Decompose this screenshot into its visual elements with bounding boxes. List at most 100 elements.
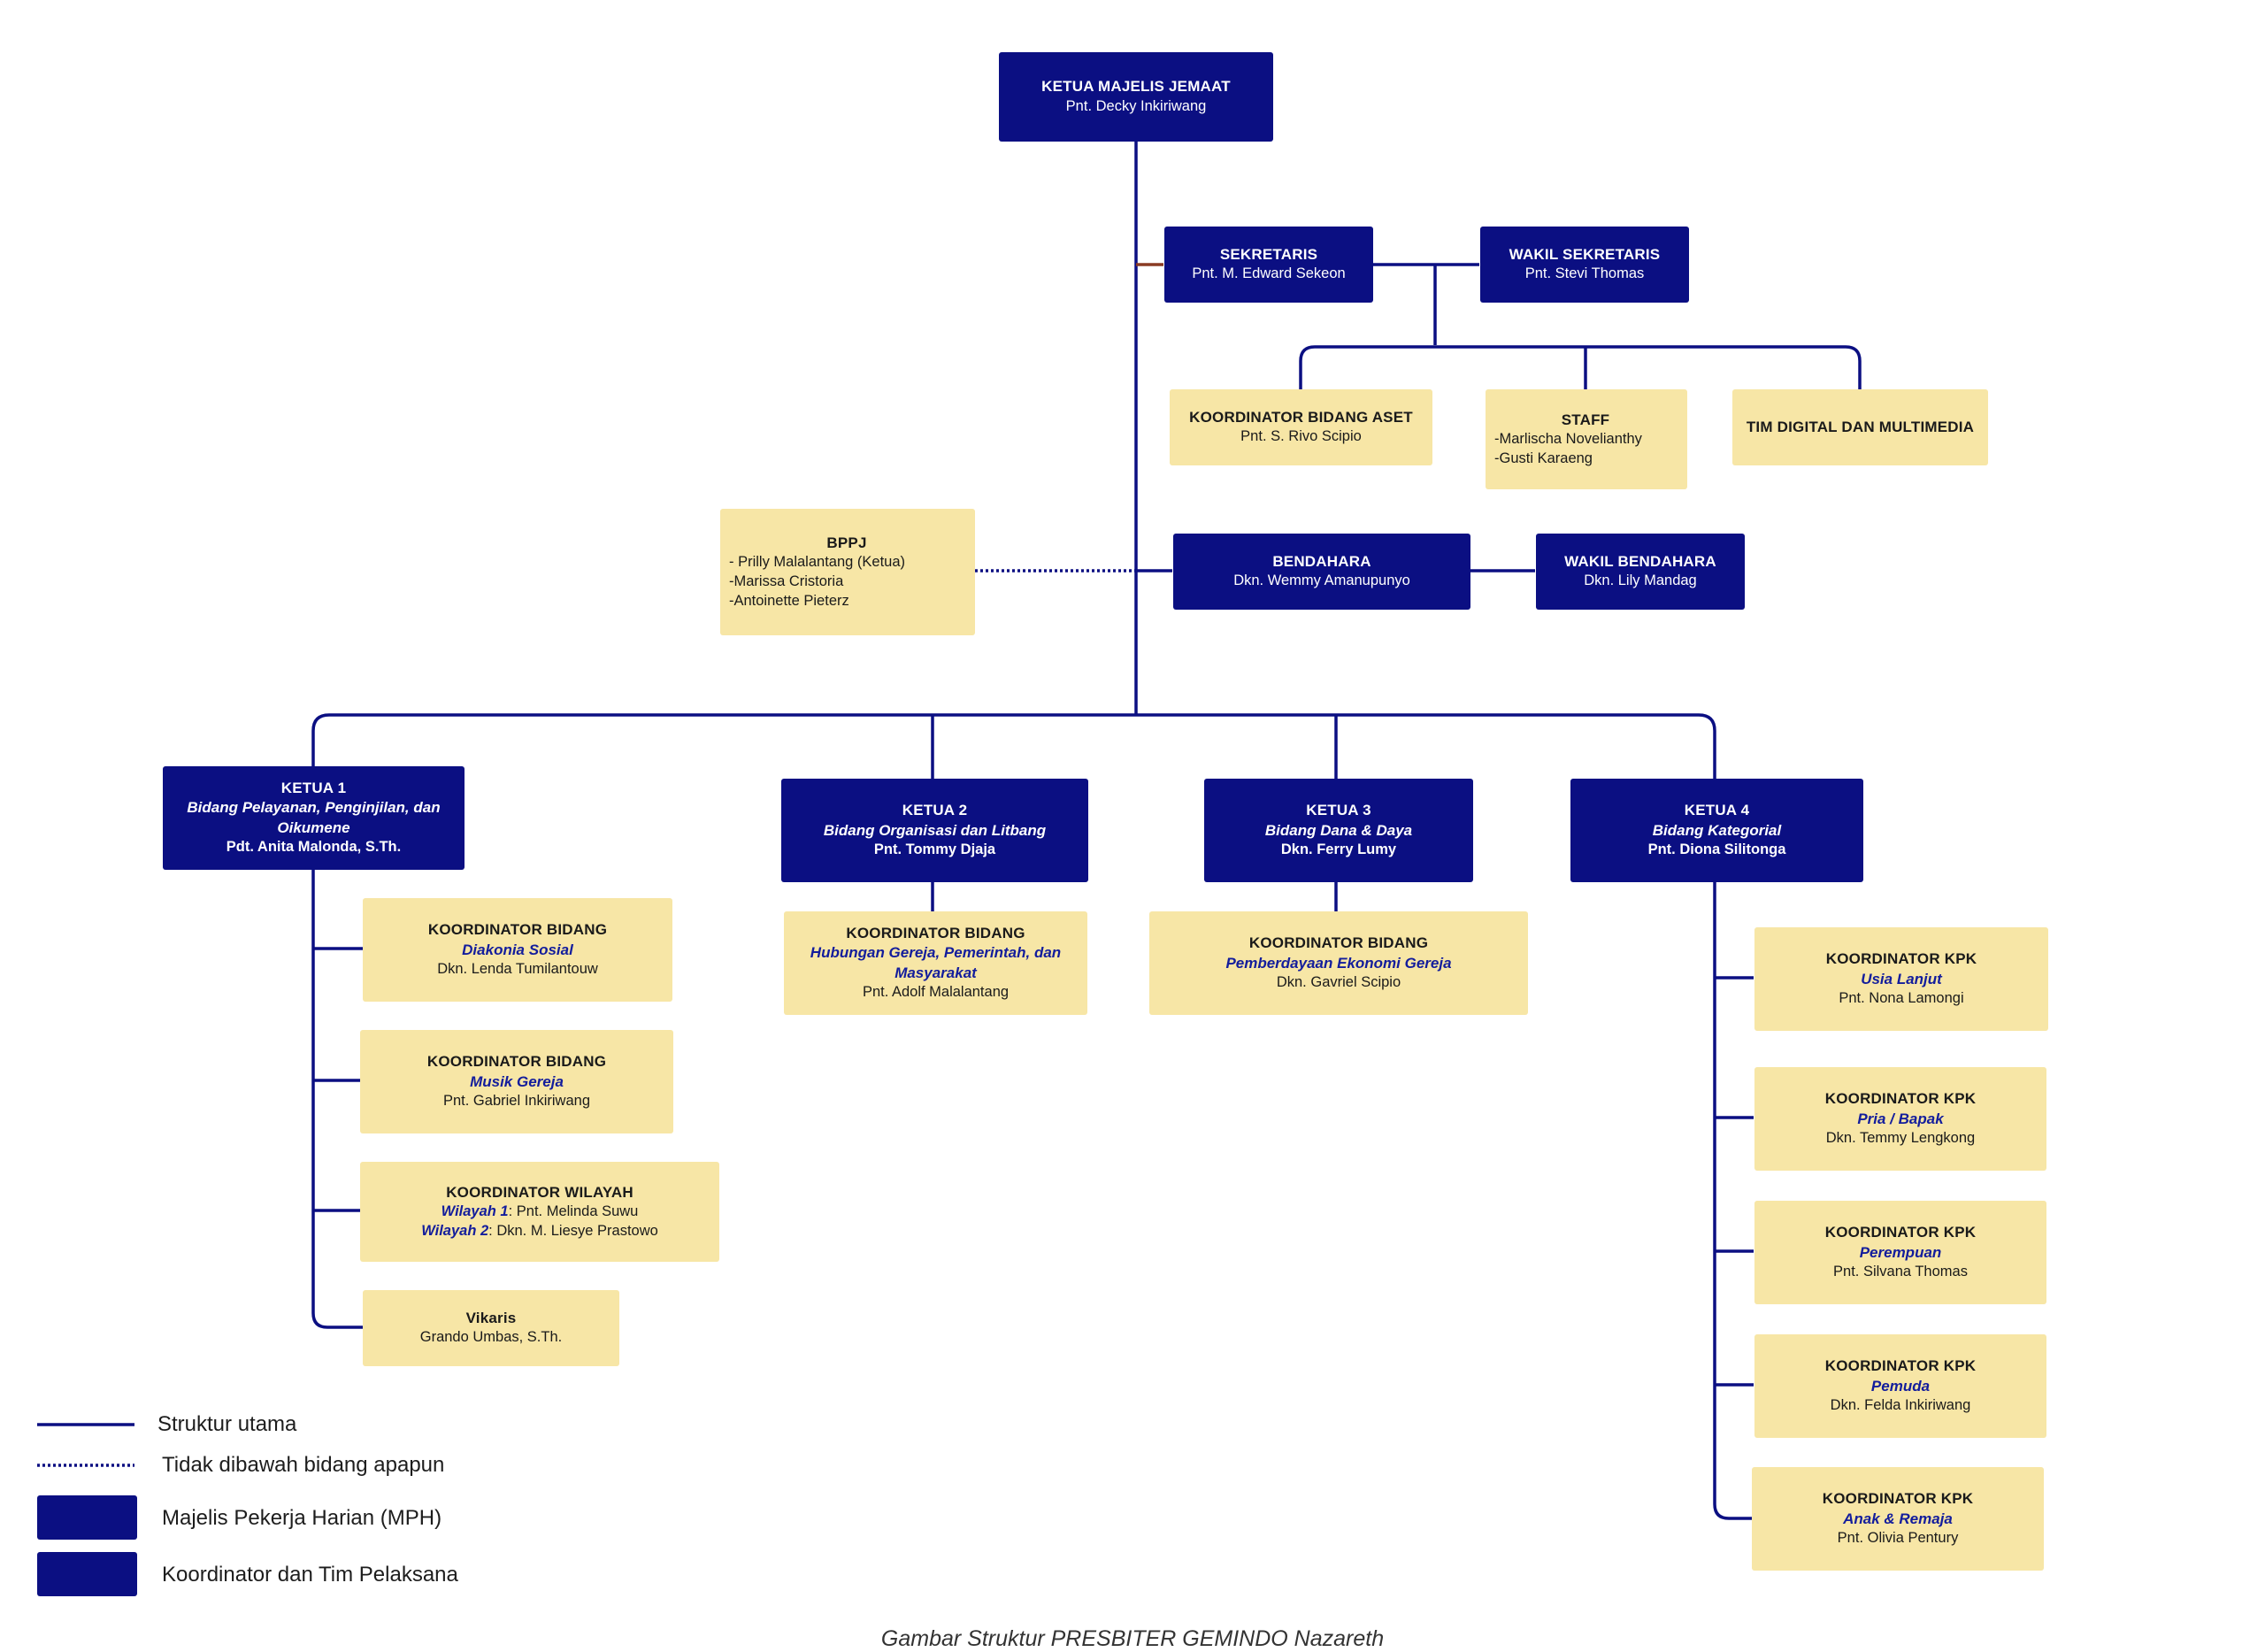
kpk-pemuda-title: KOORDINATOR KPK: [1824, 1357, 1977, 1375]
ketua1-trunk: [311, 867, 363, 1329]
wilayah-2-name: : Dkn. M. Liesye Prastowo: [488, 1222, 658, 1239]
k1-wilayah-row-1: Wilayah 1: Pnt. Melinda Suwu: [441, 1203, 639, 1222]
wakil-bendahara-box: WAKIL BENDAHARA Dkn. Lily Mandag: [1536, 534, 1745, 610]
ketua2-field: Bidang Organisasi dan Litbang: [823, 821, 1047, 839]
kpk-perempuan-box: KOORDINATOR KPK Perempuan Pnt. Silvana T…: [1754, 1201, 2046, 1304]
k1-diakonia-title: KOORDINATOR BIDANG: [427, 921, 608, 939]
k1-vikaris-name: Grando Umbas, S.Th.: [419, 1329, 563, 1346]
k2-hubungan-field: Hubungan Gereja, Pemerintah, dan Masyara…: [810, 944, 1062, 981]
wakil-sekretaris-name: Pnt. Stevi Thomas: [1524, 265, 1645, 282]
kpk-pemuda-box: KOORDINATOR KPK Pemuda Dkn. Felda Inkiri…: [1754, 1334, 2046, 1438]
k3-ekonomi-field: Pemberdayaan Ekonomi Gereja: [1225, 954, 1452, 972]
kpk-usia-field: Usia Lanjut: [1861, 970, 1942, 987]
k2-hubungan-title: KOORDINATOR BIDANG: [846, 924, 1025, 941]
ketua1-title: KETUA 1: [280, 779, 347, 796]
staff-member: -Gusti Karaeng: [1494, 449, 1593, 466]
kpk-usia-box: KOORDINATOR KPK Usia Lanjut Pnt. Nona La…: [1754, 927, 2048, 1031]
k1-diakonia-box: KOORDINATOR BIDANG Diakonia Sosial Dkn. …: [363, 898, 672, 1002]
wakil-bendahara-title: WAKIL BENDAHARA: [1564, 552, 1716, 570]
sekretaris-box: SEKRETARIS Pnt. M. Edward Sekeon: [1164, 227, 1373, 303]
kpk-pria-field: Pria / Bapak: [1857, 1110, 1944, 1127]
bppj-member: - Prilly Malalantang (Ketua): [729, 554, 905, 571]
wilayah-2-label: Wilayah 2: [421, 1222, 489, 1239]
kpk-pria-name: Dkn. Temmy Lengkong: [1825, 1130, 1976, 1147]
wakil-sekretaris-box: WAKIL SEKRETARIS Pnt. Stevi Thomas: [1480, 227, 1689, 303]
legend-dotted-label: Tidak dibawah bidang apapun: [162, 1453, 445, 1477]
legend-coord-label: Koordinator dan Tim Pelaksana: [162, 1563, 458, 1587]
sekretaris-branch-bar: [1299, 345, 1862, 389]
ketua4-field: Bidang Kategorial: [1652, 821, 1782, 839]
ketua3-name: Dkn. Ferry Lumy: [1280, 841, 1397, 858]
ketua1-box: KETUA 1 Bidang Pelayanan, Penginjilan, d…: [163, 766, 465, 870]
sekretaris-name: Pnt. M. Edward Sekeon: [1192, 265, 1346, 282]
koord-aset-box: KOORDINATOR BIDANG ASET Pnt. S. Rivo Sci…: [1170, 389, 1432, 465]
k3-ekonomi-box: KOORDINATOR BIDANG Pemberdayaan Ekonomi …: [1149, 911, 1528, 1015]
tim-digital-title: TIM DIGITAL DAN MULTIMEDIA: [1746, 418, 1975, 435]
kpk-usia-name: Pnt. Nona Lamongi: [1839, 990, 1964, 1007]
ketua1-field: Bidang Pelayanan, Penginjilan, dan Oikum…: [187, 799, 441, 836]
ketua-majelis-title: KETUA MAJELIS JEMAAT: [1041, 78, 1231, 96]
ketua-majelis-name: Pnt. Decky Inkiriwang: [1065, 97, 1207, 114]
bendahara-title: BENDAHARA: [1272, 552, 1371, 570]
k1-musik-field: Musik Gereja: [470, 1072, 564, 1090]
legend-mph-swatch: [37, 1495, 137, 1540]
k2-hubungan-box: KOORDINATOR BIDANG Hubungan Gereja, Peme…: [784, 911, 1087, 1015]
k1-musik-name: Pnt. Gabriel Inkiriwang: [443, 1093, 590, 1110]
kpk-anak-name: Pnt. Olivia Pentury: [1837, 1530, 1959, 1547]
kpk-pria-box: KOORDINATOR KPK Pria / Bapak Dkn. Temmy …: [1754, 1067, 2046, 1171]
legend-coord-swatch: [37, 1552, 137, 1596]
k1-diakonia-name: Dkn. Lenda Tumilantouw: [437, 961, 598, 978]
k1-musik-title: KOORDINATOR BIDANG: [426, 1053, 607, 1071]
kpk-anak-title: KOORDINATOR KPK: [1822, 1490, 1974, 1508]
legend-mph-label: Majelis Pekerja Harian (MPH): [162, 1506, 442, 1530]
k1-diakonia-field: Diakonia Sosial: [462, 941, 573, 958]
kpk-pemuda-name: Dkn. Felda Inkiriwang: [1830, 1397, 1971, 1414]
bppj-box: BPPJ - Prilly Malalantang (Ketua) -Maris…: [720, 509, 975, 635]
k1-wilayah-row-2: Wilayah 2: Dkn. M. Liesye Prastowo: [421, 1222, 658, 1241]
staff-box: STAFF -Marlischa Novelianthy -Gusti Kara…: [1486, 389, 1687, 489]
k1-vikaris-box: Vikaris Grando Umbas, S.Th.: [363, 1290, 619, 1366]
staff-member: -Marlischa Novelianthy: [1494, 430, 1642, 447]
k1-musik-box: KOORDINATOR BIDANG Musik Gereja Pnt. Gab…: [360, 1030, 673, 1133]
ketua2-box: KETUA 2 Bidang Organisasi dan Litbang Pn…: [781, 779, 1088, 882]
tim-digital-box: TIM DIGITAL DAN MULTIMEDIA: [1732, 389, 1988, 465]
ketua4-box: KETUA 4 Bidang Kategorial Pnt. Diona Sil…: [1570, 779, 1863, 882]
ketua2-title: KETUA 2: [902, 802, 968, 819]
wakil-bendahara-name: Dkn. Lily Mandag: [1584, 572, 1697, 589]
legend-main-label: Struktur utama: [157, 1412, 297, 1436]
ketua2-name: Pnt. Tommy Djaja: [873, 841, 996, 858]
k1-vikaris-title: Vikaris: [465, 1309, 517, 1326]
staff-title: STAFF: [1561, 411, 1610, 428]
bendahara-name: Dkn. Wemmy Amanupunyo: [1233, 572, 1410, 589]
ketua4-name: Pnt. Diona Silitonga: [1647, 841, 1786, 858]
ketua-bar: [311, 713, 1716, 779]
k2-hubungan-name: Pnt. Adolf Malalantang: [862, 984, 1010, 1001]
kpk-perempuan-field: Perempuan: [1859, 1243, 1942, 1261]
ketua3-field: Bidang Dana & Daya: [1264, 821, 1413, 839]
kpk-perempuan-title: KOORDINATOR KPK: [1824, 1224, 1977, 1241]
kpk-pemuda-field: Pemuda: [1870, 1377, 1931, 1395]
k1-wilayah-title: KOORDINATOR WILAYAH: [446, 1183, 633, 1201]
bendahara-box: BENDAHARA Dkn. Wemmy Amanupunyo: [1173, 534, 1470, 610]
ketua-majelis-box: KETUA MAJELIS JEMAAT Pnt. Decky Inkiriwa…: [999, 52, 1273, 142]
k1-wilayah-box: KOORDINATOR WILAYAH Wilayah 1: Pnt. Meli…: [360, 1162, 719, 1262]
ketua3-title: KETUA 3: [1306, 802, 1371, 819]
wakil-sekretaris-title: WAKIL SEKRETARIS: [1509, 245, 1661, 263]
kpk-anak-field: Anak & Remaja: [1843, 1510, 1953, 1527]
sekretaris-title: SEKRETARIS: [1219, 245, 1318, 263]
wilayah-1-name: : Pnt. Melinda Suwu: [508, 1203, 639, 1219]
ketua4-trunk: [1713, 881, 1752, 1520]
kpk-perempuan-name: Pnt. Silvana Thomas: [1833, 1264, 1968, 1280]
bppj-title: BPPJ: [826, 534, 867, 551]
bppj-member: -Marissa Cristoria: [729, 572, 844, 589]
ketua3-box: KETUA 3 Bidang Dana & Daya Dkn. Ferry Lu…: [1204, 779, 1473, 882]
ketua4-title: KETUA 4: [1684, 802, 1750, 819]
figure-caption: Gambar Struktur PRESBITER GEMINDO Nazare…: [880, 1626, 1385, 1651]
koord-aset-name: Pnt. S. Rivo Scipio: [1240, 428, 1362, 445]
kpk-usia-title: KOORDINATOR KPK: [1825, 950, 1977, 968]
wilayah-1-label: Wilayah 1: [441, 1203, 509, 1219]
k3-ekonomi-title: KOORDINATOR BIDANG: [1248, 934, 1429, 952]
kpk-pria-title: KOORDINATOR KPK: [1824, 1090, 1977, 1108]
